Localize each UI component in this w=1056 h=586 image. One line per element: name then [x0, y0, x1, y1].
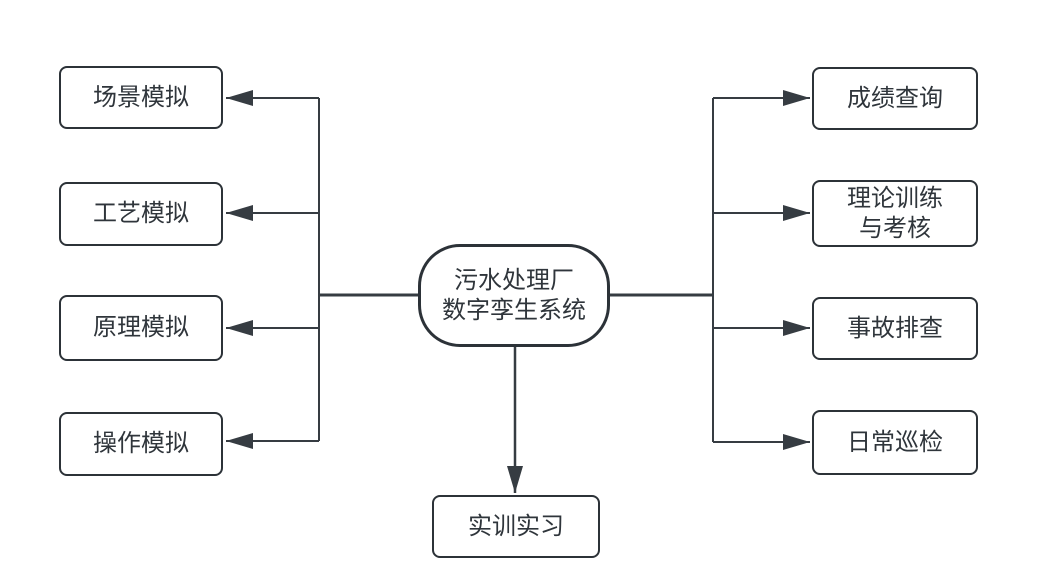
node-digital-twin-system: 污水处理厂 数字孪生系统 [418, 244, 610, 347]
node-daily-inspection-label: 日常巡检 [847, 428, 943, 456]
node-principle-simulation-label: 原理模拟 [93, 314, 189, 341]
node-process-simulation: 工艺模拟 [59, 182, 223, 246]
node-accident-investigation: 事故排查 [812, 297, 978, 360]
node-practical-training: 实训实习 [432, 495, 600, 558]
node-theory-training-assessment: 理论训练 与考核 [812, 180, 978, 247]
node-theory-training-assessment-label: 理论训练 与考核 [847, 184, 943, 242]
node-operation-simulation: 操作模拟 [59, 412, 223, 476]
node-principle-simulation: 原理模拟 [59, 295, 223, 361]
node-score-query: 成绩查询 [812, 67, 978, 130]
node-score-query-label: 成绩查询 [847, 84, 943, 112]
node-scene-simulation: 场景模拟 [59, 66, 223, 129]
node-daily-inspection: 日常巡检 [812, 410, 978, 475]
node-process-simulation-label: 工艺模拟 [93, 200, 189, 227]
node-digital-twin-system-label: 污水处理厂 数字孪生系统 [442, 266, 586, 324]
node-operation-simulation-label: 操作模拟 [93, 430, 189, 457]
node-practical-training-label: 实训实习 [468, 512, 564, 540]
node-scene-simulation-label: 场景模拟 [93, 83, 189, 111]
node-accident-investigation-label: 事故排查 [847, 314, 943, 342]
